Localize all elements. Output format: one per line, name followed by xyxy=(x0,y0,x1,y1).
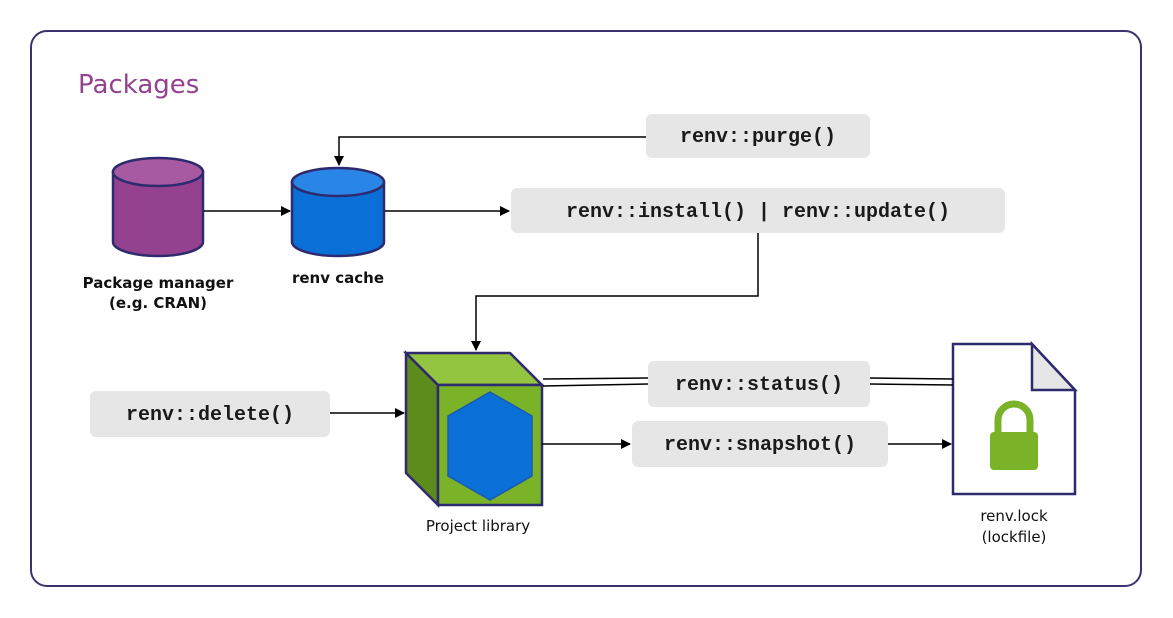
lockfile-document-icon xyxy=(951,340,1078,496)
package-manager-sublabel: (e.g. CRAN) xyxy=(109,294,207,312)
renv-cache-label: renv cache xyxy=(292,269,384,287)
status-connector xyxy=(542,377,954,387)
snapshot-function: renv::snapshot() xyxy=(664,434,856,457)
package-manager-label: Package manager xyxy=(83,274,234,292)
padlock-icon xyxy=(990,400,1038,470)
purge-box xyxy=(646,114,870,158)
project-library-label: Project library xyxy=(426,517,530,535)
snapshot-box xyxy=(632,421,888,467)
status-function: renv::status() xyxy=(675,374,843,397)
renv-cache-database-icon xyxy=(290,166,386,258)
delete-box xyxy=(90,391,330,437)
project-library-cube-icon xyxy=(402,349,546,509)
arrow-purge-to-cache xyxy=(334,136,646,166)
purge-function: renv::purge() xyxy=(680,126,836,149)
lockfile-sublabel: (lockfile) xyxy=(982,528,1047,546)
status-box xyxy=(648,361,870,407)
diagram-title: Packages xyxy=(78,70,199,100)
delete-function: renv::delete() xyxy=(126,404,294,427)
lockfile-label: renv.lock xyxy=(980,507,1048,525)
install-update-function: renv::install() | renv::update() xyxy=(566,201,950,224)
package-manager-database-icon xyxy=(111,156,205,258)
install-update-box xyxy=(511,188,1005,233)
arrow-install-to-library xyxy=(471,233,759,351)
